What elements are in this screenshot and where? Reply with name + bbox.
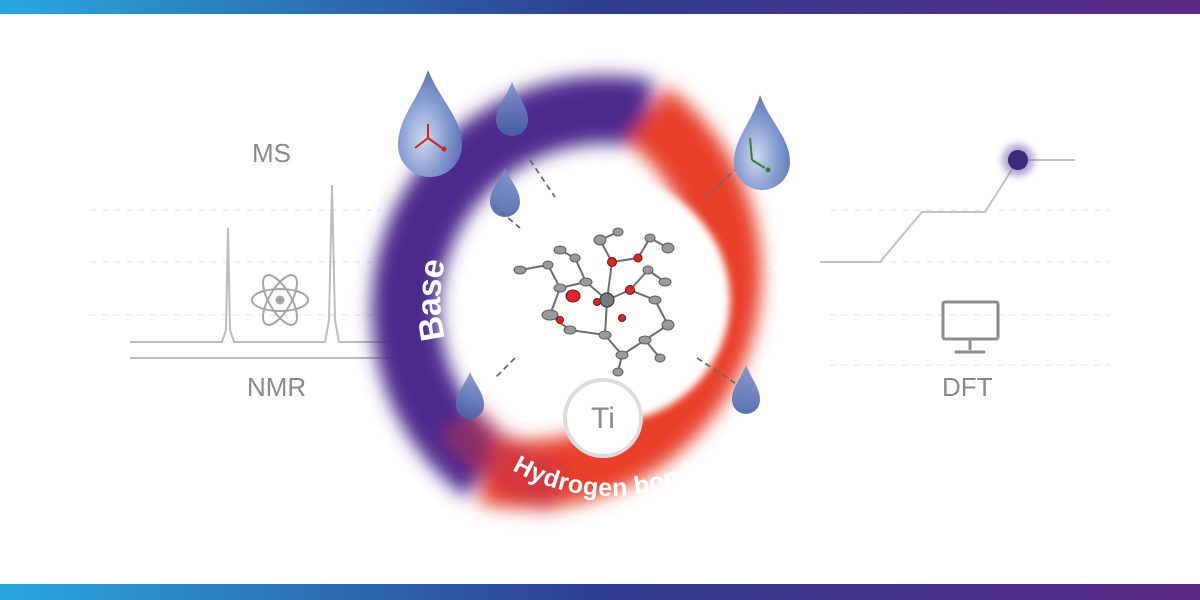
droplet-icon	[732, 365, 760, 414]
droplet-icon	[734, 95, 790, 190]
atom-icon	[251, 274, 309, 326]
top-band	[0, 0, 1200, 14]
dft-energy-path	[820, 144, 1075, 263]
monitor-icon	[941, 300, 1000, 354]
nmr-label: NMR	[247, 372, 307, 402]
droplet-icon	[496, 82, 528, 136]
bottom-band	[0, 584, 1200, 600]
molecule-structure	[513, 227, 675, 377]
droplet-icon	[456, 372, 484, 419]
droplet-icon	[398, 70, 462, 177]
acid-label: Acid	[765, 260, 807, 340]
ms-label: MS	[252, 138, 291, 168]
ti-badge	[563, 378, 643, 458]
droplet-icon	[490, 168, 520, 217]
dft-label: DFT	[942, 372, 993, 402]
base-label: Base	[410, 256, 453, 344]
ti-label: Ti	[591, 402, 615, 435]
spectrum-trace	[130, 184, 400, 359]
